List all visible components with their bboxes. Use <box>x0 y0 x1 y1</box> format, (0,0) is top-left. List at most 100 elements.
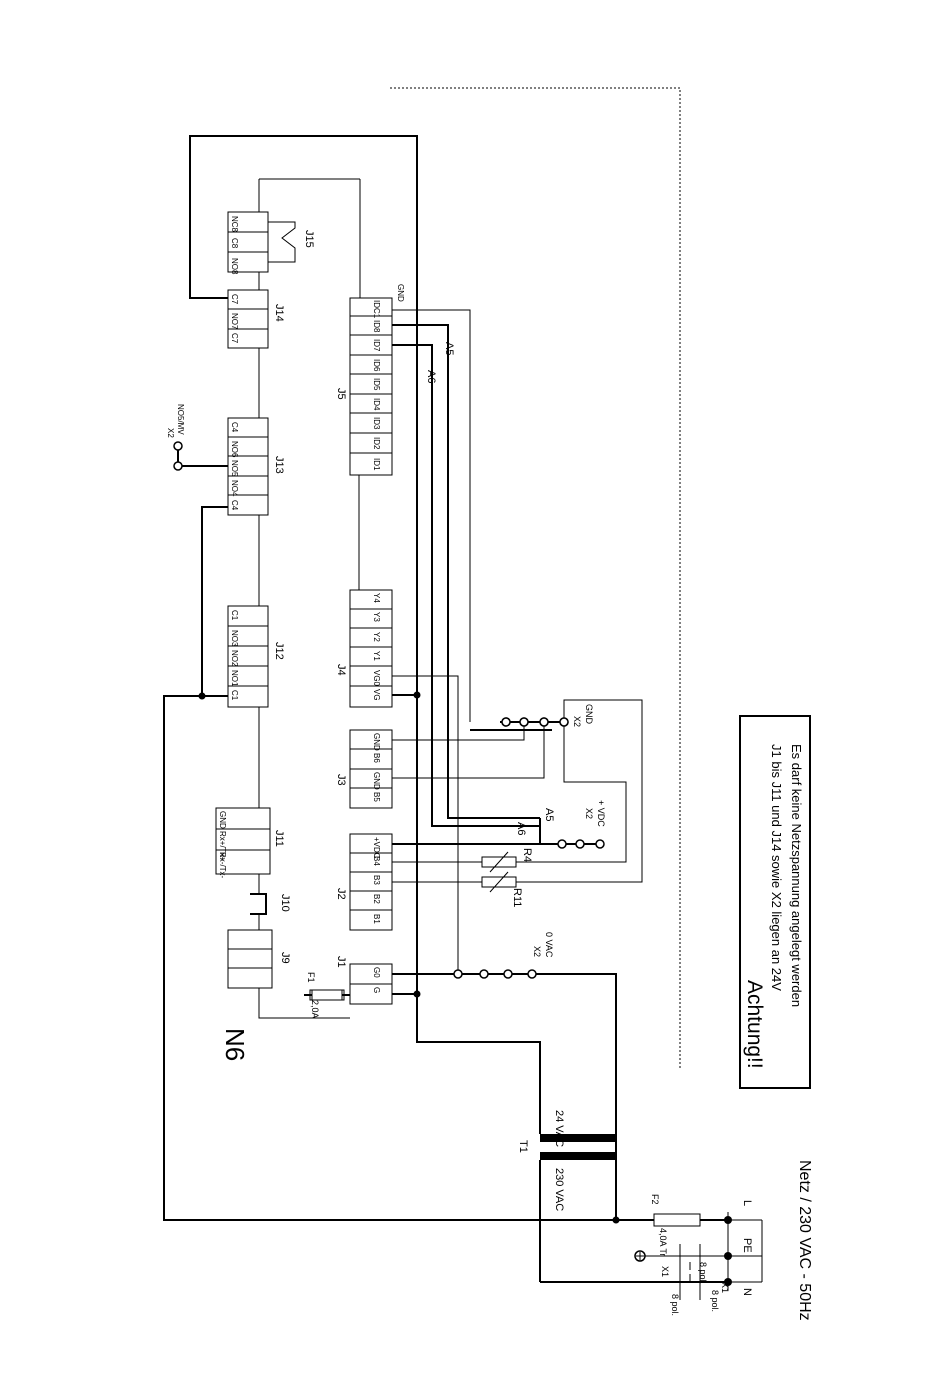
svg-text:ID6: ID6 <box>372 359 381 372</box>
svg-text:Rx-/Tx-: Rx-/Tx- <box>218 852 227 879</box>
svg-text:J3: J3 <box>335 774 347 786</box>
svg-text:Rx+/Tx+: Rx+/Tx+ <box>218 831 227 862</box>
svg-text:J1 bis J11 und J14 sowie X2 li: J1 bis J11 und J14 sowie X2 liegen an 24… <box>769 744 784 991</box>
svg-text:NO8: NO8 <box>230 258 239 275</box>
svg-text:J9: J9 <box>279 952 291 964</box>
svg-text:X2: X2 <box>572 716 582 727</box>
svg-text:ID5: ID5 <box>372 378 381 391</box>
svg-text:X2: X2 <box>584 808 594 819</box>
svg-text:NO2: NO2 <box>230 650 239 667</box>
svg-text:Y1: Y1 <box>372 651 381 661</box>
svg-text:J12: J12 <box>273 642 285 660</box>
svg-text:8 pol.: 8 pol. <box>698 1262 708 1284</box>
x2-0vac-terminals <box>453 969 537 979</box>
svg-text:0 VAC: 0 VAC <box>544 932 554 958</box>
svg-text:+ VDC: + VDC <box>596 800 606 827</box>
svg-text:NO4: NO4 <box>230 480 239 497</box>
svg-text:PE: PE <box>741 1238 753 1253</box>
connector-j4: VG VG0 Y1 Y2 Y3 Y4 J4 <box>335 589 393 708</box>
svg-text:B1: B1 <box>372 914 381 924</box>
wire-label-a6-top: A6 <box>425 370 437 383</box>
svg-text:C7: C7 <box>230 294 239 305</box>
svg-text:C4: C4 <box>230 422 239 433</box>
svg-text:GND: GND <box>584 704 594 725</box>
svg-text:2,0A: 2,0A <box>310 1000 320 1019</box>
svg-text:B4: B4 <box>372 856 381 866</box>
svg-text:J1: J1 <box>335 956 347 968</box>
svg-text:24 VAC: 24 VAC <box>553 1110 565 1147</box>
x2-no5mv-label: X2 NO5/MV <box>166 404 185 438</box>
svg-text:ID3: ID3 <box>372 417 381 430</box>
svg-text:Y2: Y2 <box>372 632 381 642</box>
resistor-r4: R4 <box>481 848 533 873</box>
svg-text:B2: B2 <box>372 894 381 904</box>
svg-text:ID4: ID4 <box>372 398 381 411</box>
svg-text:J4: J4 <box>335 664 347 676</box>
svg-text:C7: C7 <box>230 333 239 344</box>
resistor-r11: R11 <box>481 871 523 907</box>
enclosure-outline <box>390 87 681 1068</box>
svg-text:J15: J15 <box>303 230 315 248</box>
svg-text:4,0A Tr: 4,0A Tr <box>658 1228 668 1257</box>
board-label: N6 <box>220 1028 250 1061</box>
svg-text:NO1: NO1 <box>230 670 239 687</box>
svg-text:J2: J2 <box>335 888 347 900</box>
warning-box: Achtung!! J1 bis J11 und J14 sowie X2 li… <box>739 715 811 1089</box>
svg-text:J14: J14 <box>273 304 285 322</box>
x2-vdc-terminals <box>557 839 605 849</box>
svg-text:J5: J5 <box>335 388 347 400</box>
svg-text:J11: J11 <box>273 830 285 847</box>
svg-text:ID8: ID8 <box>372 320 381 333</box>
x2-gnd-terminals <box>500 717 569 727</box>
connector-j15: NO8 C8 NC8 J15 <box>227 211 315 275</box>
svg-text:X2: X2 <box>532 946 542 957</box>
svg-text:VG0: VG0 <box>372 670 381 687</box>
connector-j11: Rx-/Tx- Rx+/Tx+ GND J11 <box>215 807 285 879</box>
svg-text:8 pol.: 8 pol. <box>710 1290 720 1312</box>
svg-text:GND: GND <box>396 284 405 302</box>
x2-0vac-label: X2 0 VAC <box>532 932 554 958</box>
svg-text:NO5/MV: NO5/MV <box>176 404 185 435</box>
connector-j5: ID1 ID2 ID3 ID4 ID5 ID6 ID7 ID8 IDC1 J5 … <box>335 284 405 476</box>
svg-text:G: G <box>372 987 381 993</box>
svg-text:T1: T1 <box>517 1140 529 1153</box>
svg-text:N: N <box>741 1288 753 1296</box>
connector-j2: B1 B2 B3 B4 +VDC J2 <box>335 833 393 931</box>
connector-j1: G G0 J1 <box>335 956 393 1005</box>
svg-text:X1: X1 <box>720 1282 730 1293</box>
svg-text:X2: X2 <box>166 428 175 438</box>
svg-text:NO7: NO7 <box>230 313 239 330</box>
mains-terminals: X1 8 pol. 8 pol. 8 pol. X1 L PE N <box>540 1200 763 1316</box>
svg-text:NC8: NC8 <box>230 216 239 233</box>
fuse-f1: F1 2,0A <box>304 972 350 1019</box>
svg-text:F2: F2 <box>650 1194 660 1205</box>
svg-text:ID1: ID1 <box>372 458 381 471</box>
connector-j3: B5 GND B6 GND J3 <box>335 729 393 809</box>
svg-text:GND: GND <box>372 772 381 790</box>
svg-text:NO5: NO5 <box>230 460 239 477</box>
svg-text:Es darf keine Netzspannung ang: Es darf keine Netzspannung angelegt werd… <box>789 744 804 1007</box>
svg-text:R4: R4 <box>521 848 533 862</box>
x2-no5mv-terminals <box>173 441 183 471</box>
svg-text:ID7: ID7 <box>372 339 381 352</box>
connector-j12: C1 NO1 NO2 NO3 C1 J12 <box>227 605 285 708</box>
svg-text:VG: VG <box>372 689 381 701</box>
svg-text:X1: X1 <box>660 1266 670 1277</box>
svg-text:GND: GND <box>218 811 227 829</box>
svg-text:Y4: Y4 <box>372 593 381 603</box>
svg-text:B5: B5 <box>372 792 381 802</box>
svg-text:IDC1: IDC1 <box>372 300 381 319</box>
connector-j9: J9 <box>227 929 291 989</box>
wire-label-a5-bottom: A5 <box>543 808 555 821</box>
mains-label: Netz / 230 VAC - 50Hz <box>796 1160 813 1321</box>
svg-text:C4: C4 <box>230 500 239 511</box>
svg-text:C1: C1 <box>230 610 239 621</box>
svg-text:J13: J13 <box>273 456 285 474</box>
svg-text:B6: B6 <box>372 753 381 763</box>
svg-text:230 VAC: 230 VAC <box>553 1168 565 1211</box>
svg-text:G0: G0 <box>372 967 381 978</box>
connector-j13: C4 NO4 NO5 NO6 C4 J13 <box>227 417 285 516</box>
svg-text:8 pol.: 8 pol. <box>670 1294 680 1316</box>
transformer-t1: T1 24 VAC 230 VAC <box>517 974 617 1282</box>
fuse-f2: F2 4,0A Tr <box>650 1194 701 1257</box>
